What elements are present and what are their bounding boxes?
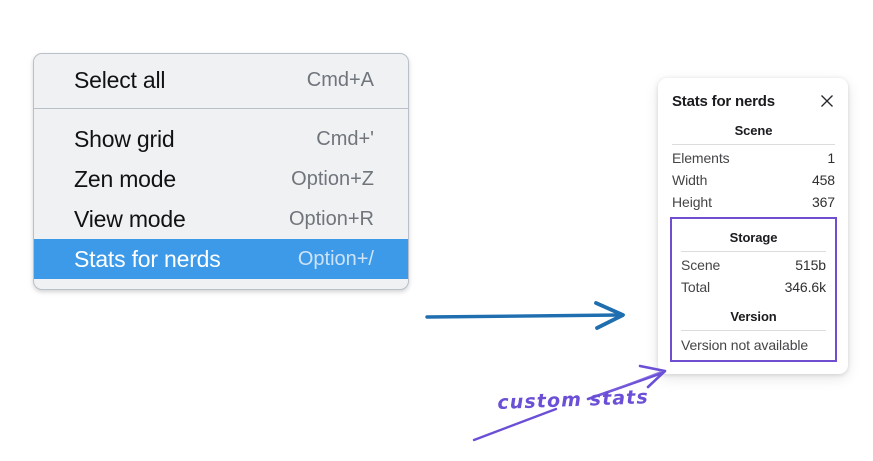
stats-for-nerds-panel: Stats for nerds Scene Elements 1 Width 4… [658,78,848,374]
menu-item-shortcut: Option+Z [291,167,374,190]
menu-item-zen-mode[interactable]: Zen mode Option+Z [34,159,408,199]
close-icon[interactable] [819,93,835,109]
menu-group-1: Select all Cmd+A [34,54,408,108]
stat-value: 346.6k [784,279,827,295]
menu-item-shortcut: Option+/ [297,247,374,270]
menu-group-2: Show grid Cmd+' Zen mode Option+Z View m… [34,108,408,289]
stat-label: Total [681,279,711,295]
stat-value: 1 [827,150,835,166]
section-heading-version: Version [730,309,777,324]
panel-title: Stats for nerds [672,92,775,110]
menu-item-shortcut: Cmd+' [316,127,374,150]
menu-item-label: Show grid [74,125,175,152]
stat-label: Scene [681,257,721,273]
context-menu: Select all Cmd+A Show grid Cmd+' Zen mod… [33,53,409,290]
annotation-label-custom-stats: custom stats [497,386,650,414]
stat-value: 458 [811,172,835,188]
menu-item-shortcut: Cmd+A [306,68,374,91]
section-heading-scene: Scene [734,123,773,138]
stat-label: Width [672,172,708,188]
menu-item-label: Stats for nerds [74,245,221,272]
section-divider [681,251,826,252]
version-value: Version not available [681,337,809,353]
section-heading-storage: Storage [729,230,778,245]
menu-item-show-grid[interactable]: Show grid Cmd+' [34,119,408,159]
stat-row-storage-scene: Scene 515b [681,254,826,276]
custom-stats-highlight-box: Storage Scene 515b Total 346.6k Version … [670,217,837,362]
stat-label: Height [672,194,712,210]
menu-item-label: View mode [74,205,186,232]
arrow-right-icon [425,301,625,330]
menu-item-shortcut: Option+R [288,207,374,230]
menu-item-select-all[interactable]: Select all Cmd+A [34,60,408,100]
stat-label: Elements [672,150,730,166]
stat-value: 367 [811,194,835,210]
menu-item-label: Select all [74,66,166,93]
menu-item-label: Zen mode [74,165,176,192]
section-divider [681,330,826,331]
panel-body: Scene Elements 1 Width 458 Height 367 St… [658,112,848,362]
stat-row-elements: Elements 1 [672,147,835,169]
menu-item-stats-for-nerds[interactable]: Stats for nerds Option+/ [34,239,408,279]
stat-value: 515b [795,257,826,273]
stat-row-height: Height 367 [672,191,835,213]
menu-item-view-mode[interactable]: View mode Option+R [34,199,408,239]
stat-row-width: Width 458 [672,169,835,191]
panel-header: Stats for nerds [658,90,848,112]
section-divider [672,144,835,145]
stat-row-storage-total: Total 346.6k [681,276,826,298]
